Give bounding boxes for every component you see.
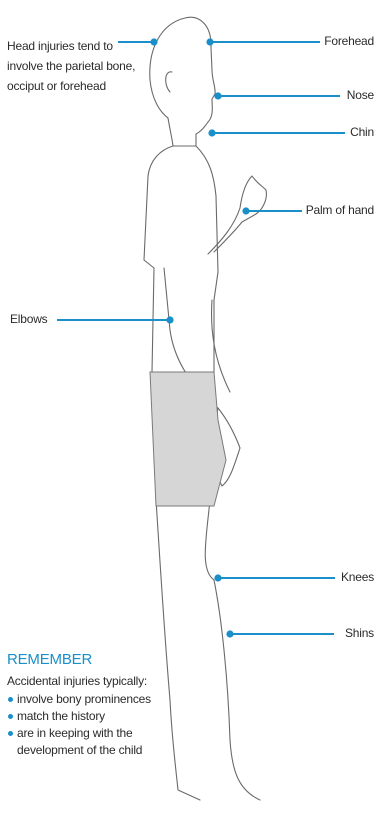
leader-elbows-dot (167, 317, 172, 322)
remember-item-text: involve bony prominences (17, 692, 151, 706)
leader-nose-dot (215, 93, 220, 98)
remember-item-text: match the history (17, 709, 105, 723)
remember-title: REMEMBER (7, 651, 207, 668)
leader-palm-dot (243, 208, 248, 213)
head-note-line-1: Head injuries tend to (7, 36, 157, 56)
remember-item-continuation: development of the child (17, 742, 207, 759)
label-shins: Shins (330, 626, 374, 640)
remember-item: are in keeping with the development of th… (7, 725, 207, 759)
label-chin: Chin (340, 125, 374, 139)
remember-panel: REMEMBER Accidental injuries typically: … (7, 651, 207, 759)
remember-list: involve bony prominences match the histo… (7, 691, 207, 759)
leader-knees-dot (215, 575, 220, 580)
remember-item: involve bony prominences (7, 691, 207, 708)
label-knees: Knees (330, 570, 374, 584)
label-nose: Nose (330, 88, 374, 102)
leader-shins-dot (227, 631, 232, 636)
leader-forehead-dot (207, 39, 212, 44)
figure-shirt (144, 146, 218, 372)
label-forehead: Forehead (322, 34, 374, 48)
remember-intro: Accidental injuries typically: (7, 674, 207, 688)
figure-ear (166, 72, 172, 92)
leader-chin-dot (209, 130, 214, 135)
remember-item-text: are in keeping with the (17, 726, 132, 740)
remember-item: match the history (7, 708, 207, 725)
head-note-line-3: occiput or forehead (7, 76, 157, 96)
label-palm-of-hand: Palm of hand (300, 203, 374, 217)
figure-head (150, 17, 215, 146)
label-elbows: Elbows (10, 312, 47, 326)
head-injury-note: Head injuries tend to involve the pariet… (7, 36, 157, 96)
figure-shorts (150, 372, 226, 506)
head-note-line-2: involve the parietal bone, (7, 56, 157, 76)
